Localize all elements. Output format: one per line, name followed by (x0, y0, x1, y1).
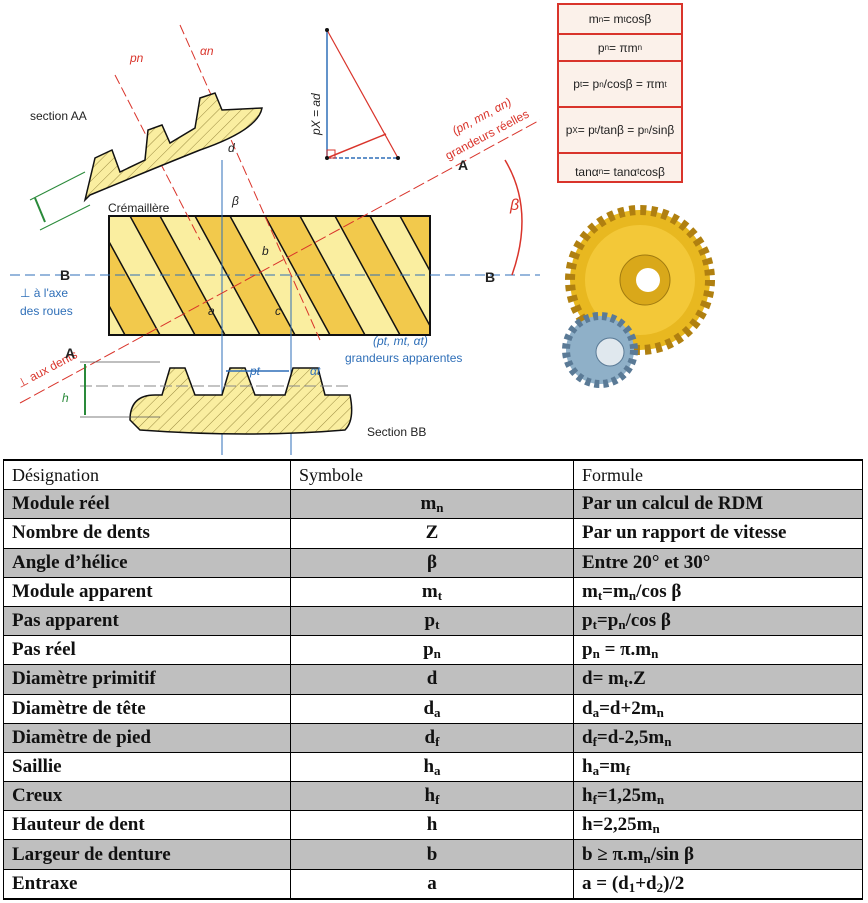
designation-cell: Module apparent (3, 576, 291, 607)
rack-label: Crémaillère (108, 201, 170, 215)
section-bb-label: Section BB (367, 425, 426, 439)
px-label: pX = ad (309, 93, 323, 136)
formula-cell: pt=pn/cos β (573, 605, 863, 637)
section-b-right: B (485, 269, 495, 285)
h-label: h (62, 391, 69, 405)
symbol-cell: a (290, 868, 574, 900)
formula-cell: hf=1,25mn (573, 781, 863, 812)
designation-cell: Saillie (3, 751, 291, 783)
perp-axis-label-2: des roues (20, 304, 73, 318)
designation-cell: Angle d’hélice (3, 547, 291, 578)
column-header: Symbole (290, 459, 574, 491)
formula-cell: ha=mf (573, 751, 863, 783)
pn-label: pn (129, 51, 144, 65)
symbol-cell: ha (290, 751, 574, 783)
symbol-cell: pt (290, 605, 574, 637)
designation-cell: Hauteur de dent (3, 810, 291, 841)
perp-axis-label: ⊥ à l'axe (20, 286, 68, 300)
symbol-cell: β (290, 547, 574, 578)
point-c-label: c (275, 304, 281, 318)
helical-gear-diagram: section AA Section BB Crémaillère ⊥ à l'… (10, 24, 715, 455)
symbol-cell: pn (290, 635, 574, 666)
designation-cell: Creux (3, 781, 291, 812)
section-b-left: B (60, 267, 70, 283)
symbol-cell: hf (290, 781, 574, 812)
column-header: Formule (573, 459, 863, 491)
symbol-cell: mt (290, 576, 574, 607)
formula-cell: Entre 20° et 30° (573, 547, 863, 578)
point-b-label: b (262, 244, 269, 258)
designation-cell: Module réel (3, 489, 291, 520)
formula-cell: Par un rapport de vitesse (573, 518, 863, 549)
symbol-cell: Z (290, 518, 574, 549)
formula-cell: mt=mn/cos β (573, 576, 863, 607)
apparent-values-caption: grandeurs apparentes (345, 351, 462, 365)
symbol-cell: d (290, 664, 574, 695)
point-a-label: a (208, 304, 215, 318)
designation-cell: Nombre de dents (3, 518, 291, 549)
symbol-cell: b (290, 839, 574, 870)
pt-label: pt (249, 364, 261, 378)
symbol-cell: mn (290, 489, 574, 520)
section-bb-profile (80, 361, 353, 435)
designation-cell: Pas réel (3, 635, 291, 666)
designation-cell: Pas apparent (3, 605, 291, 637)
formula-cell: d= mt.Z (573, 664, 863, 695)
section-aa-profile (29, 92, 263, 231)
designation-cell: Diamètre primitif (3, 664, 291, 695)
formula-cell: df=d-2,5mn (573, 722, 863, 753)
formula-cell: Par un calcul de RDM (573, 489, 863, 520)
section-aa-label: section AA (30, 109, 87, 123)
pitch-triangle (325, 28, 400, 160)
formula-cell: b ≥ π.mn/sin β (573, 839, 863, 870)
point-d-label: d (228, 141, 235, 155)
beta-angle-label: β (509, 197, 519, 214)
designation-cell: Largeur de denture (3, 839, 291, 870)
symbol-cell: h (290, 810, 574, 841)
formula-cell: a = (d1+d2)/2 (573, 868, 863, 900)
formula-cell: da=d+2mn (573, 693, 863, 724)
designation-cell: Diamètre de pied (3, 722, 291, 753)
formula-cell: h=2,25mn (573, 810, 863, 841)
helical-gears-illustration (562, 205, 715, 388)
beta-label: β (231, 194, 239, 208)
section-a-right: A (458, 157, 468, 173)
alpha-t-label: αt (310, 364, 321, 378)
apparent-values-label: (pt, mt, αt) (373, 334, 428, 348)
formula-cell: pn = π.mn (573, 635, 863, 666)
designation-cell: Entraxe (3, 868, 291, 900)
symbol-cell: da (290, 693, 574, 724)
symbol-cell: df (290, 722, 574, 753)
alpha-n-label: αn (200, 44, 214, 58)
designation-cell: Diamètre de tête (3, 693, 291, 724)
column-header: Désignation (3, 459, 291, 491)
section-a-left: A (65, 345, 75, 361)
